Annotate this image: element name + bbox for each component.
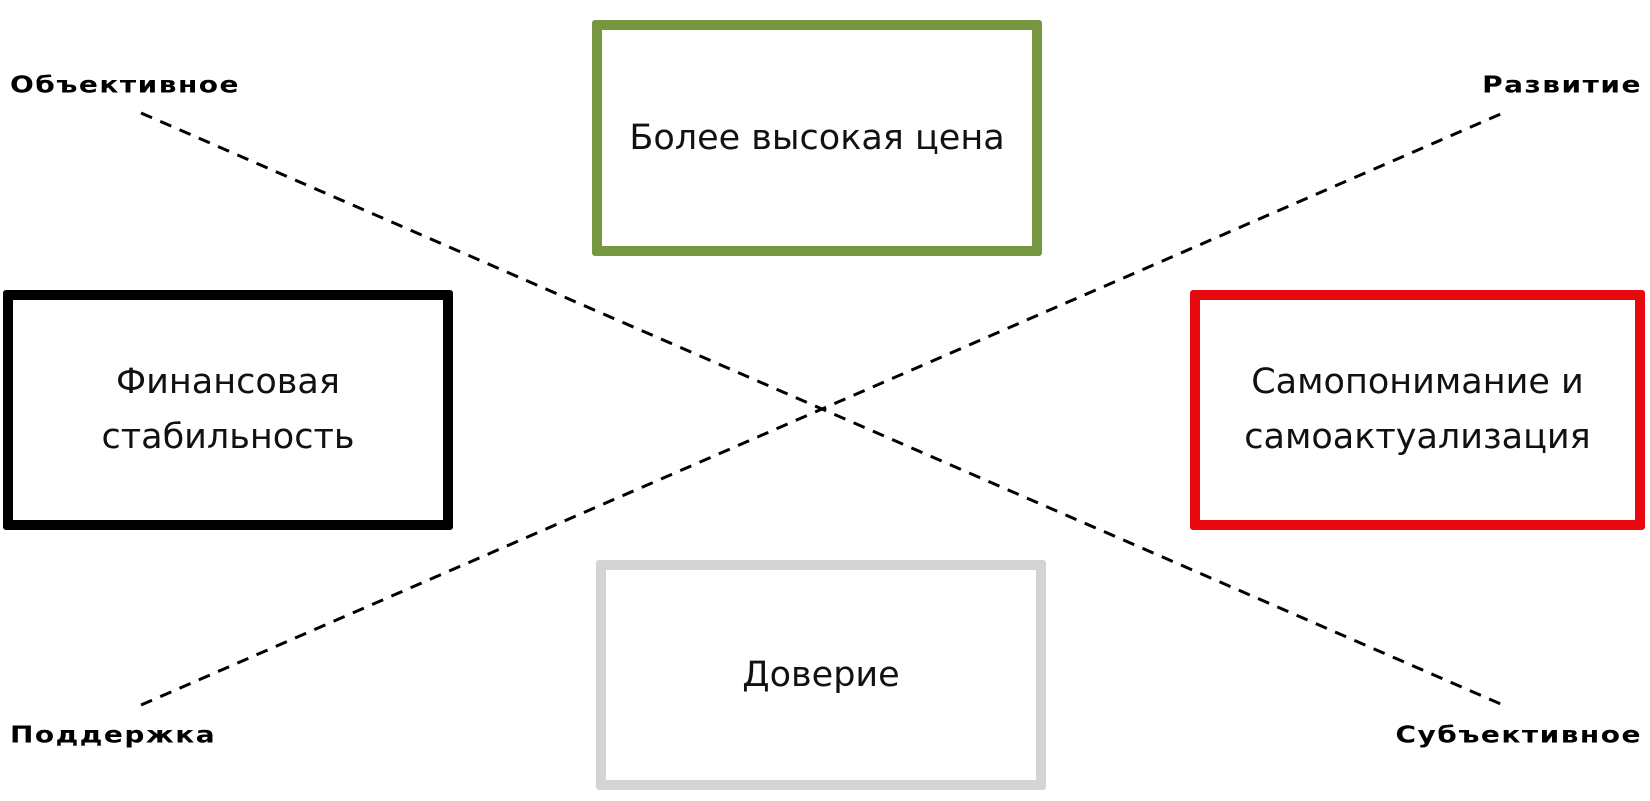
corner-label-development: Развитие: [1482, 70, 1642, 99]
corner-label-support: Поддержка: [10, 720, 217, 749]
box-financial-stability-text: Финансовая стабильность: [101, 362, 355, 457]
box-self-actualization: Самопонимание и самоактуализация: [1190, 290, 1645, 530]
box-self-actualization-text: Самопонимание и самоактуализация: [1244, 362, 1591, 457]
axis-support-development: [140, 111, 1504, 707]
box-trust: Доверие: [596, 560, 1046, 790]
box-higher-price-text: Более высокая цена: [629, 117, 1005, 158]
box-financial-stability: Финансовая стабильность: [3, 290, 453, 530]
box-higher-price: Более высокая цена: [592, 20, 1042, 256]
box-trust-text: Доверие: [742, 654, 900, 695]
corner-label-objective: Объективное: [10, 70, 241, 99]
corner-label-subjective: Субъективное: [1395, 720, 1642, 749]
